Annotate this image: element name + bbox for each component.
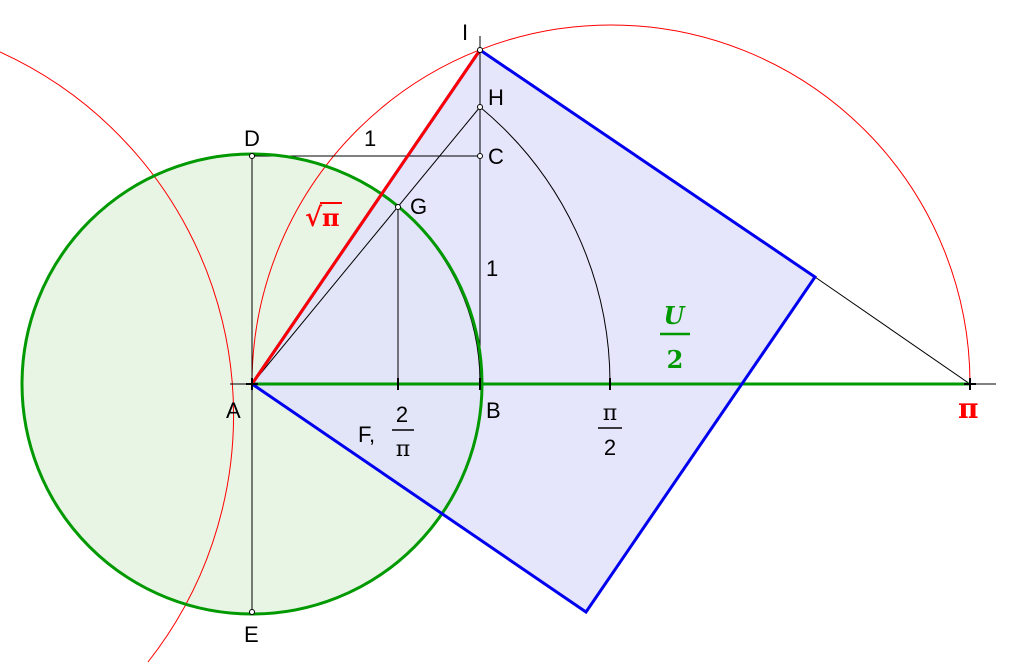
- axis-ticks: [246, 378, 976, 390]
- line-corner-pi: [814, 276, 971, 385]
- label-point-b: B: [486, 398, 501, 423]
- line-a-h: [251, 106, 481, 385]
- point-h-marker: [477, 104, 483, 110]
- label-sqrt-pi: √ π: [305, 202, 342, 233]
- arc-h-pi-half: [479, 106, 611, 385]
- point-c-marker: [477, 153, 483, 159]
- fraction-u-over-two: U 2: [660, 301, 690, 374]
- fraction-two-over-pi: 2 π: [392, 402, 414, 462]
- label-point-a: A: [226, 398, 241, 423]
- fraction-u-over-two-denominator: 2: [667, 345, 684, 374]
- fraction-two-over-pi-denominator: π: [396, 437, 410, 462]
- label-segment-bc: 1: [486, 256, 498, 281]
- sqrt-pi-radical: √: [305, 203, 323, 233]
- point-markers: [249, 47, 483, 615]
- blue-square-fill: [252, 50, 815, 612]
- label-pi: π: [958, 392, 979, 425]
- label-segment-dc: 1: [364, 126, 376, 151]
- red-segment-sqrt-pi: [250, 49, 482, 385]
- red-arc-left: [0, 51, 235, 663]
- fraction-u-over-two-numerator: U: [664, 301, 687, 330]
- label-point-f: F,: [358, 422, 375, 447]
- red-arc-large: [251, 24, 971, 385]
- fraction-two-over-pi-numerator: 2: [396, 402, 408, 427]
- sqrt-pi-radicand: π: [322, 203, 340, 232]
- label-point-i: I: [462, 20, 468, 45]
- label-point-h: H: [488, 85, 504, 110]
- point-e-marker: [249, 609, 255, 615]
- fraction-pi-over-two-numerator: π: [603, 401, 617, 426]
- fraction-pi-over-two: π 2: [598, 401, 622, 460]
- fraction-pi-over-two-denominator: 2: [604, 435, 616, 460]
- label-point-g: G: [410, 194, 427, 219]
- point-d-marker: [249, 153, 255, 159]
- point-i-marker: [477, 47, 483, 53]
- point-g-marker: [395, 204, 401, 210]
- label-point-d: D: [244, 126, 260, 151]
- label-point-c: C: [488, 144, 504, 169]
- label-point-e: E: [244, 622, 259, 647]
